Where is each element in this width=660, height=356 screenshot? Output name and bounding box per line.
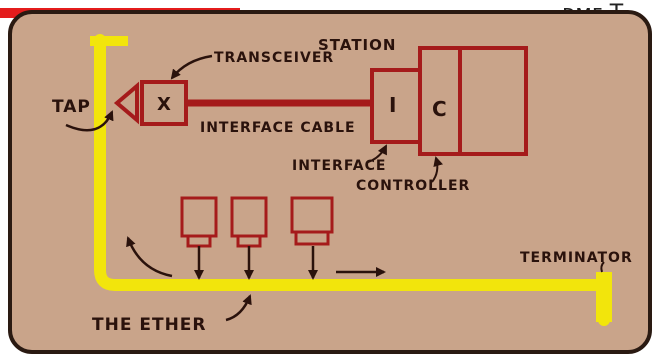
transceiver-pointer-arrow xyxy=(170,54,213,80)
transceiver-label: TRANSCEIVER xyxy=(214,50,334,66)
ether-top-cap xyxy=(90,36,128,46)
terminator-pointer-arrow xyxy=(600,261,605,273)
interface-pointer-arrow xyxy=(367,144,387,163)
controller-box-label: C xyxy=(432,97,448,121)
computer-3 xyxy=(290,196,334,246)
tap-shape xyxy=(113,81,139,125)
terminator-end xyxy=(596,272,612,322)
left-curved-arrow xyxy=(126,236,173,278)
interface-box-label: I xyxy=(389,93,397,117)
terminator-label: TERMINATOR xyxy=(520,250,633,266)
ether-pointer-arrow xyxy=(225,294,252,322)
tap-label: TAP xyxy=(52,97,91,117)
controller-label: CONTROLLER xyxy=(356,178,470,194)
station-label: STATION xyxy=(318,36,396,54)
controller-pointer-arrow xyxy=(431,156,444,183)
interface-cable-label: INTERFACE CABLE xyxy=(200,120,356,136)
station-cabinet xyxy=(458,46,528,156)
the-ether-label: THE ETHER xyxy=(92,315,207,335)
interface-label: INTERFACE xyxy=(292,158,386,174)
tap-pointer-arrow xyxy=(65,110,114,132)
diagram-board xyxy=(8,10,652,354)
transceiver-box-label: X xyxy=(157,94,172,115)
ether-cable xyxy=(94,34,610,326)
